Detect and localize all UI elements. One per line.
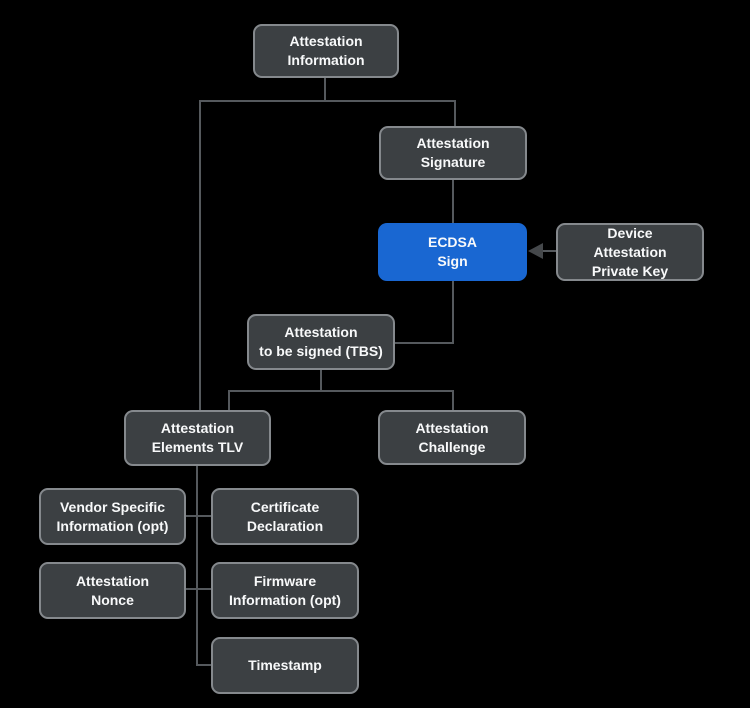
node-label: Attestation Nonce — [75, 572, 150, 608]
connector-signature-to-ecdsa — [452, 180, 454, 225]
node-label: ECDSA Sign — [427, 234, 477, 269]
connector-tbs-to-tlv — [228, 390, 230, 412]
connector-tbs-split — [228, 390, 454, 392]
node-attestation-signature: Attestation Signature — [379, 126, 527, 180]
node-attestation-tbs: Attestation to be signed (TBS) — [247, 314, 395, 370]
connector-tbs-down — [320, 370, 322, 392]
connector-info-split — [199, 100, 456, 102]
node-vendor-specific-information: Vendor Specific Information (opt) — [39, 488, 186, 545]
node-timestamp: Timestamp — [211, 637, 359, 694]
connector-tbs-to-challenge — [452, 390, 454, 412]
node-attestation-challenge: Attestation Challenge — [378, 410, 526, 465]
node-attestation-nonce: Attestation Nonce — [39, 562, 186, 619]
node-label: Timestamp — [248, 657, 322, 673]
node-certificate-declaration: Certificate Declaration — [211, 488, 359, 545]
node-ecdsa-sign: ECDSA Sign — [378, 223, 527, 281]
connector-info-down — [324, 78, 326, 102]
connector-info-to-tlv — [199, 100, 201, 412]
node-label: Device Attestation Private Key — [591, 224, 669, 279]
connector-timestamp — [196, 664, 211, 666]
node-label: Attestation Signature — [416, 135, 490, 170]
node-attestation-information: Attestation Information — [253, 24, 399, 78]
connector-tlv-trunk — [196, 466, 198, 666]
arrow-left-icon — [528, 243, 543, 259]
node-label: Firmware Information (opt) — [229, 572, 341, 608]
node-firmware-information: Firmware Information (opt) — [211, 562, 359, 619]
node-label: Attestation Challenge — [415, 419, 489, 455]
node-label: Vendor Specific Information (opt) — [56, 498, 169, 534]
node-device-attestation-private-key: Device Attestation Private Key — [556, 223, 704, 281]
connector-vendor-certificate — [186, 515, 211, 517]
connector-ecdsa-to-tbs — [395, 342, 454, 344]
connector-to-signature — [454, 100, 456, 128]
node-label: Attestation Information — [287, 33, 365, 68]
node-label: Certificate Declaration — [246, 498, 324, 534]
node-label: Attestation Elements TLV — [151, 420, 244, 455]
node-attestation-elements-tlv: Attestation Elements TLV — [124, 410, 271, 466]
connector-nonce-firmware — [186, 588, 211, 590]
node-label: Attestation to be signed (TBS) — [259, 324, 383, 359]
connector-ecdsa-down — [452, 281, 454, 344]
arrow-key-to-ecdsa-line — [540, 250, 556, 252]
